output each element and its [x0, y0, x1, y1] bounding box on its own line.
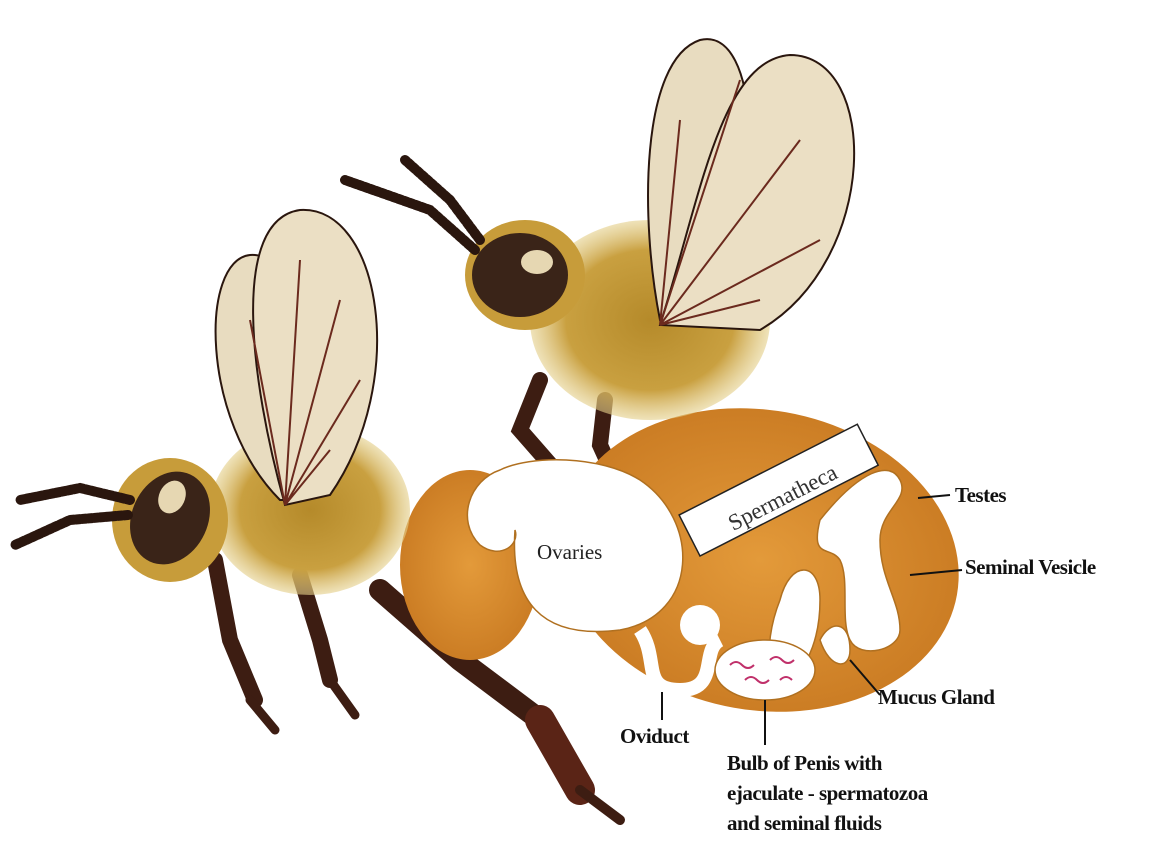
queen-eye: [472, 233, 568, 317]
seminal-vesicle-label: Seminal Vesicle: [965, 555, 1096, 580]
queen-wings: [648, 39, 854, 330]
testes-label: Testes: [955, 483, 1006, 508]
bulb-label-line-3: and seminal fluids: [727, 808, 1027, 838]
oviduct-label: Oviduct: [620, 724, 689, 749]
ovaries-label: Ovaries: [537, 540, 602, 565]
mucus-gland-label: Mucus Gland: [878, 685, 994, 710]
queen-eye-highlight: [521, 250, 553, 274]
bulb-of-penis: [715, 640, 815, 700]
drone-antenna: [20, 488, 130, 500]
drone-antenna-2: [15, 515, 128, 545]
bulb-of-penis-label: Bulb of Penis with ejaculate - spermatoz…: [727, 748, 1027, 838]
bulb-label-line-1: Bulb of Penis with: [727, 748, 1027, 778]
organ-bulb: [680, 605, 720, 645]
bulb-label-line-2: ejaculate - spermatozoa: [727, 778, 1027, 808]
